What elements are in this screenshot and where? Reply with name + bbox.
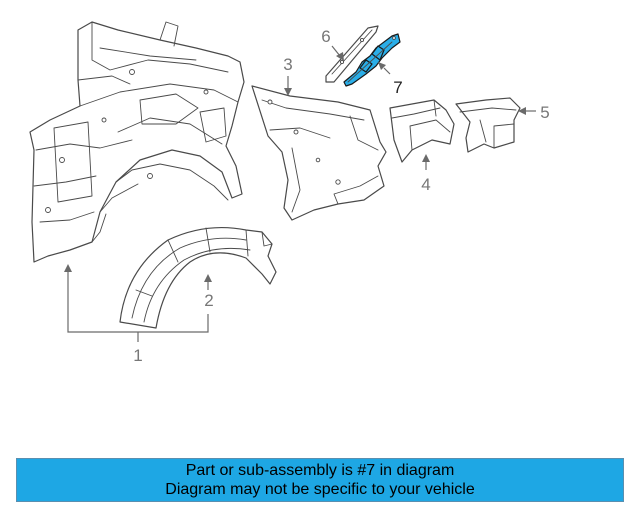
parts-diagram: 1 2 3 4 5 6 7 [29, 21, 550, 365]
callout-3: 3 [283, 55, 292, 74]
callout-2: 2 [204, 291, 213, 310]
callout-6: 6 [321, 27, 330, 46]
leader-lines [64, 45, 536, 342]
callout-1: 1 [133, 346, 142, 365]
part-6-brace[interactable] [325, 25, 379, 83]
callout-7: 7 [393, 78, 402, 97]
banner-line-1: Part or sub-assembly is #7 in diagram [185, 462, 455, 479]
part-4-extension[interactable] [389, 99, 455, 163]
part-7-bracket[interactable] [343, 33, 401, 87]
part-2-wheelhouse[interactable] [119, 226, 277, 329]
callout-4: 4 [421, 175, 430, 194]
banner-line-2: Diagram may not be specific to your vehi… [165, 481, 475, 498]
part-5-reinforcement[interactable] [455, 97, 521, 153]
part-3-inner-panel[interactable] [251, 85, 387, 221]
part-1-quarter-inner-panel[interactable] [29, 21, 245, 263]
callout-5: 5 [540, 103, 549, 122]
info-banner: Part or sub-assembly is #7 in diagram Di… [16, 458, 624, 502]
